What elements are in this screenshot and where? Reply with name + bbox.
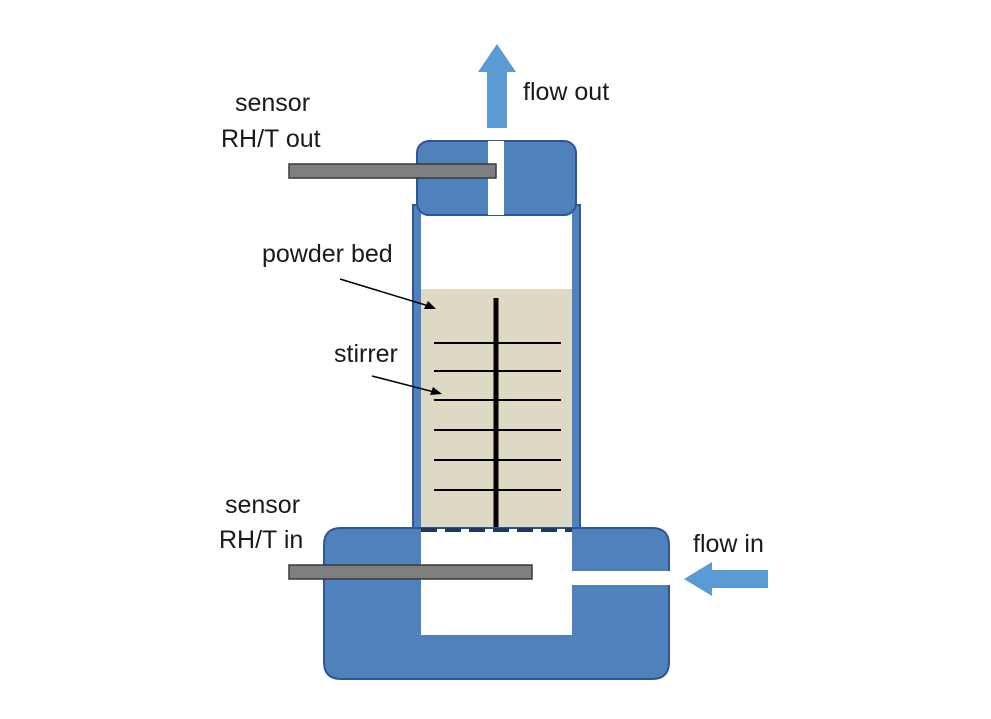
powder-bed-pointer (339, 278, 433, 308)
sensor-out-label-line2: RH/T out (221, 125, 321, 153)
flow-in-arrow (684, 562, 768, 596)
powder-bed-label: powder bed (262, 240, 393, 268)
stirrer (434, 298, 561, 527)
sensor-in-label-line1: sensor (225, 491, 300, 519)
flow-out-arrow (478, 44, 516, 128)
stirrer-pointer (371, 375, 439, 394)
sensor-in-rod (288, 564, 533, 580)
powder-bed-pointer-head (424, 301, 436, 309)
flow-out-label: flow out (523, 78, 609, 106)
sensor-out-rod (288, 163, 497, 179)
flow-in-label: flow in (693, 530, 764, 558)
stirrer-pointer-head (430, 387, 442, 395)
inlet-channel (572, 571, 670, 585)
sensor-in-label-line2: RH/T in (219, 526, 303, 554)
base-chamber (421, 529, 572, 635)
stirrer-label: stirrer (334, 340, 398, 368)
sensor-out-label-line1: sensor (235, 89, 310, 117)
